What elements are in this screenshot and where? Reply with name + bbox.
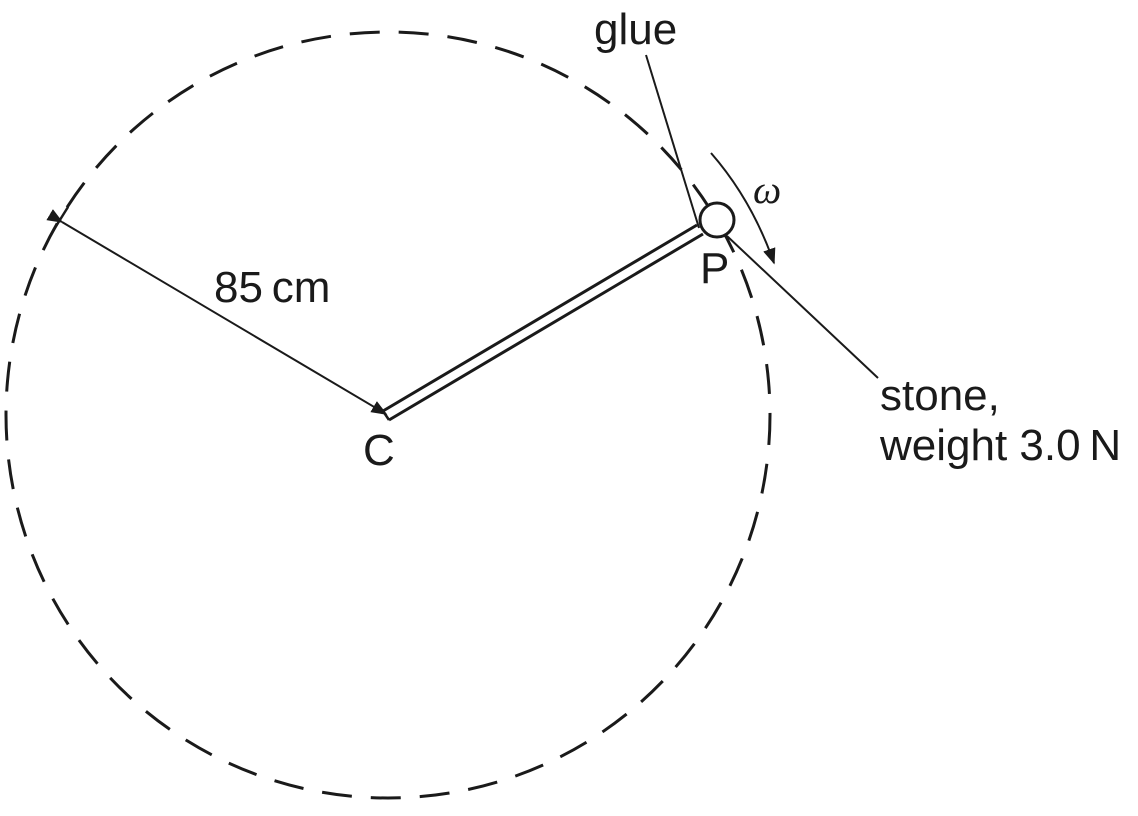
radius-end-tick xyxy=(51,206,70,232)
glue-label: glue xyxy=(594,5,677,54)
stone-leader-line xyxy=(726,235,879,379)
stone-label-line2: weight 3.0 N xyxy=(879,421,1121,470)
radius-label: 85 cm xyxy=(214,263,330,312)
angular-velocity-arrow xyxy=(710,152,776,265)
radius-dimension-arrow xyxy=(46,209,388,415)
circular-path xyxy=(4,30,772,800)
omega-label: ω xyxy=(753,167,781,212)
centre-label: C xyxy=(363,426,395,475)
stone xyxy=(698,201,736,239)
point-label: P xyxy=(700,244,729,293)
glue-leader-line xyxy=(645,54,700,229)
rod xyxy=(381,223,704,422)
stone-label-line1: stone, xyxy=(880,371,1000,420)
